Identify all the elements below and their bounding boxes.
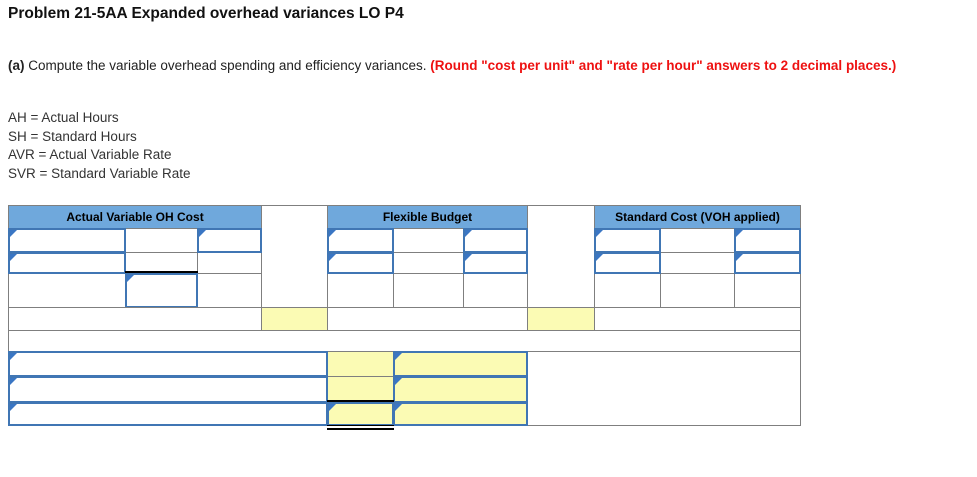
dropdown-marker-icon — [10, 254, 17, 261]
flex-r3-right-cell — [463, 273, 528, 308]
dropdown-marker-icon — [736, 254, 743, 261]
actual-r2-left-input[interactable] — [8, 252, 126, 274]
legend-line-sh: SH = Standard Hours — [8, 128, 137, 144]
spacer-column-left — [261, 205, 328, 308]
spacer-column-right — [527, 205, 595, 308]
dropdown-marker-icon — [596, 254, 603, 261]
std-r3-right-cell — [734, 273, 801, 308]
std-r3-left-cell — [594, 273, 661, 308]
std-r2-left-input[interactable] — [594, 252, 661, 274]
row4-right-cell — [594, 307, 801, 331]
actual-r1-mid-cell — [125, 228, 198, 253]
flex-r2-right-input[interactable] — [463, 252, 528, 274]
flex-r3-mid-cell — [393, 273, 464, 308]
instruction-paragraph: (a) Compute the variable overhead spendi… — [8, 56, 956, 75]
std-r1-left-input[interactable] — [594, 228, 661, 253]
flex-r1-right-input[interactable] — [463, 228, 528, 253]
flex-r1-mid-cell — [393, 228, 464, 253]
header-flexible-budget: Flexible Budget — [327, 205, 528, 229]
flex-r2-mid-cell — [393, 252, 464, 274]
variance-result-input-2[interactable] — [393, 376, 528, 403]
header-actual-variable-oh-cost: Actual Variable OH Cost — [8, 205, 262, 229]
dropdown-marker-icon — [127, 275, 134, 282]
std-r1-mid-cell — [660, 228, 735, 253]
std-r1-right-input[interactable] — [734, 228, 801, 253]
dropdown-marker-icon — [465, 254, 472, 261]
variance-amount-cell-1 — [327, 351, 394, 377]
variance-total-amount-input[interactable] — [327, 402, 394, 426]
flex-r1-left-input[interactable] — [327, 228, 394, 253]
dropdown-marker-icon — [329, 254, 336, 261]
double-underline-rule — [327, 425, 394, 430]
dropdown-marker-icon — [395, 378, 402, 385]
variance-label-input-2[interactable] — [8, 376, 328, 403]
dropdown-marker-icon — [199, 230, 206, 237]
dropdown-marker-icon — [395, 353, 402, 360]
actual-total-input[interactable] — [125, 273, 198, 308]
actual-r1-left-input[interactable] — [8, 228, 126, 253]
legend-line-ah: AH = Actual Hours — [8, 110, 119, 125]
empty-spanning-row — [8, 330, 801, 352]
variance-result-input-1[interactable] — [393, 351, 528, 377]
sum-rule-line — [125, 271, 198, 273]
actual-r1-right-input[interactable] — [197, 228, 262, 253]
efficiency-variance-highlight-cell — [527, 307, 595, 331]
actual-r3-left-cell — [8, 273, 126, 308]
dropdown-marker-icon — [465, 230, 472, 237]
sum-rule-line — [327, 400, 394, 402]
actual-r2-right-cell — [197, 252, 262, 274]
dropdown-marker-icon — [736, 230, 743, 237]
flex-r3-left-cell — [327, 273, 394, 308]
dropdown-marker-icon — [10, 230, 17, 237]
rounding-warning: (Round "cost per unit" and "rate per hou… — [430, 58, 897, 73]
page-title: Problem 21-5AA Expanded overhead varianc… — [8, 5, 404, 22]
std-r2-mid-cell — [660, 252, 735, 274]
dropdown-marker-icon — [10, 404, 17, 411]
variance-label-input-3[interactable] — [8, 402, 328, 426]
bottom-right-merged-cell — [527, 351, 801, 426]
abbreviation-legend: AH = Actual Hours SH = Standard Hours AV… — [8, 109, 190, 183]
dropdown-marker-icon — [10, 378, 17, 385]
dropdown-marker-icon — [329, 230, 336, 237]
dropdown-marker-icon — [10, 353, 17, 360]
variance-label-input-1[interactable] — [8, 351, 328, 377]
flex-r2-left-input[interactable] — [327, 252, 394, 274]
legend-line-svr: SVR = Standard Variable Rate — [8, 165, 191, 181]
spending-variance-highlight-cell — [261, 307, 328, 331]
legend-line-avr: AVR = Actual Variable Rate — [8, 147, 172, 162]
dropdown-marker-icon — [596, 230, 603, 237]
instruction-text: Compute the variable overhead spending a… — [24, 58, 431, 73]
dropdown-marker-icon — [329, 404, 336, 411]
dropdown-marker-icon — [395, 404, 402, 411]
row4-left-cell — [8, 307, 262, 331]
row4-mid-cell — [327, 307, 528, 331]
variance-amount-cell-2 — [327, 376, 394, 403]
variance-result-input-3[interactable] — [393, 402, 528, 426]
part-label: (a) — [8, 58, 25, 73]
actual-r3-right-cell — [197, 273, 262, 308]
std-r3-mid-cell — [660, 273, 735, 308]
header-standard-cost-voh-applied: Standard Cost (VOH applied) — [594, 205, 801, 229]
std-r2-right-input[interactable] — [734, 252, 801, 274]
